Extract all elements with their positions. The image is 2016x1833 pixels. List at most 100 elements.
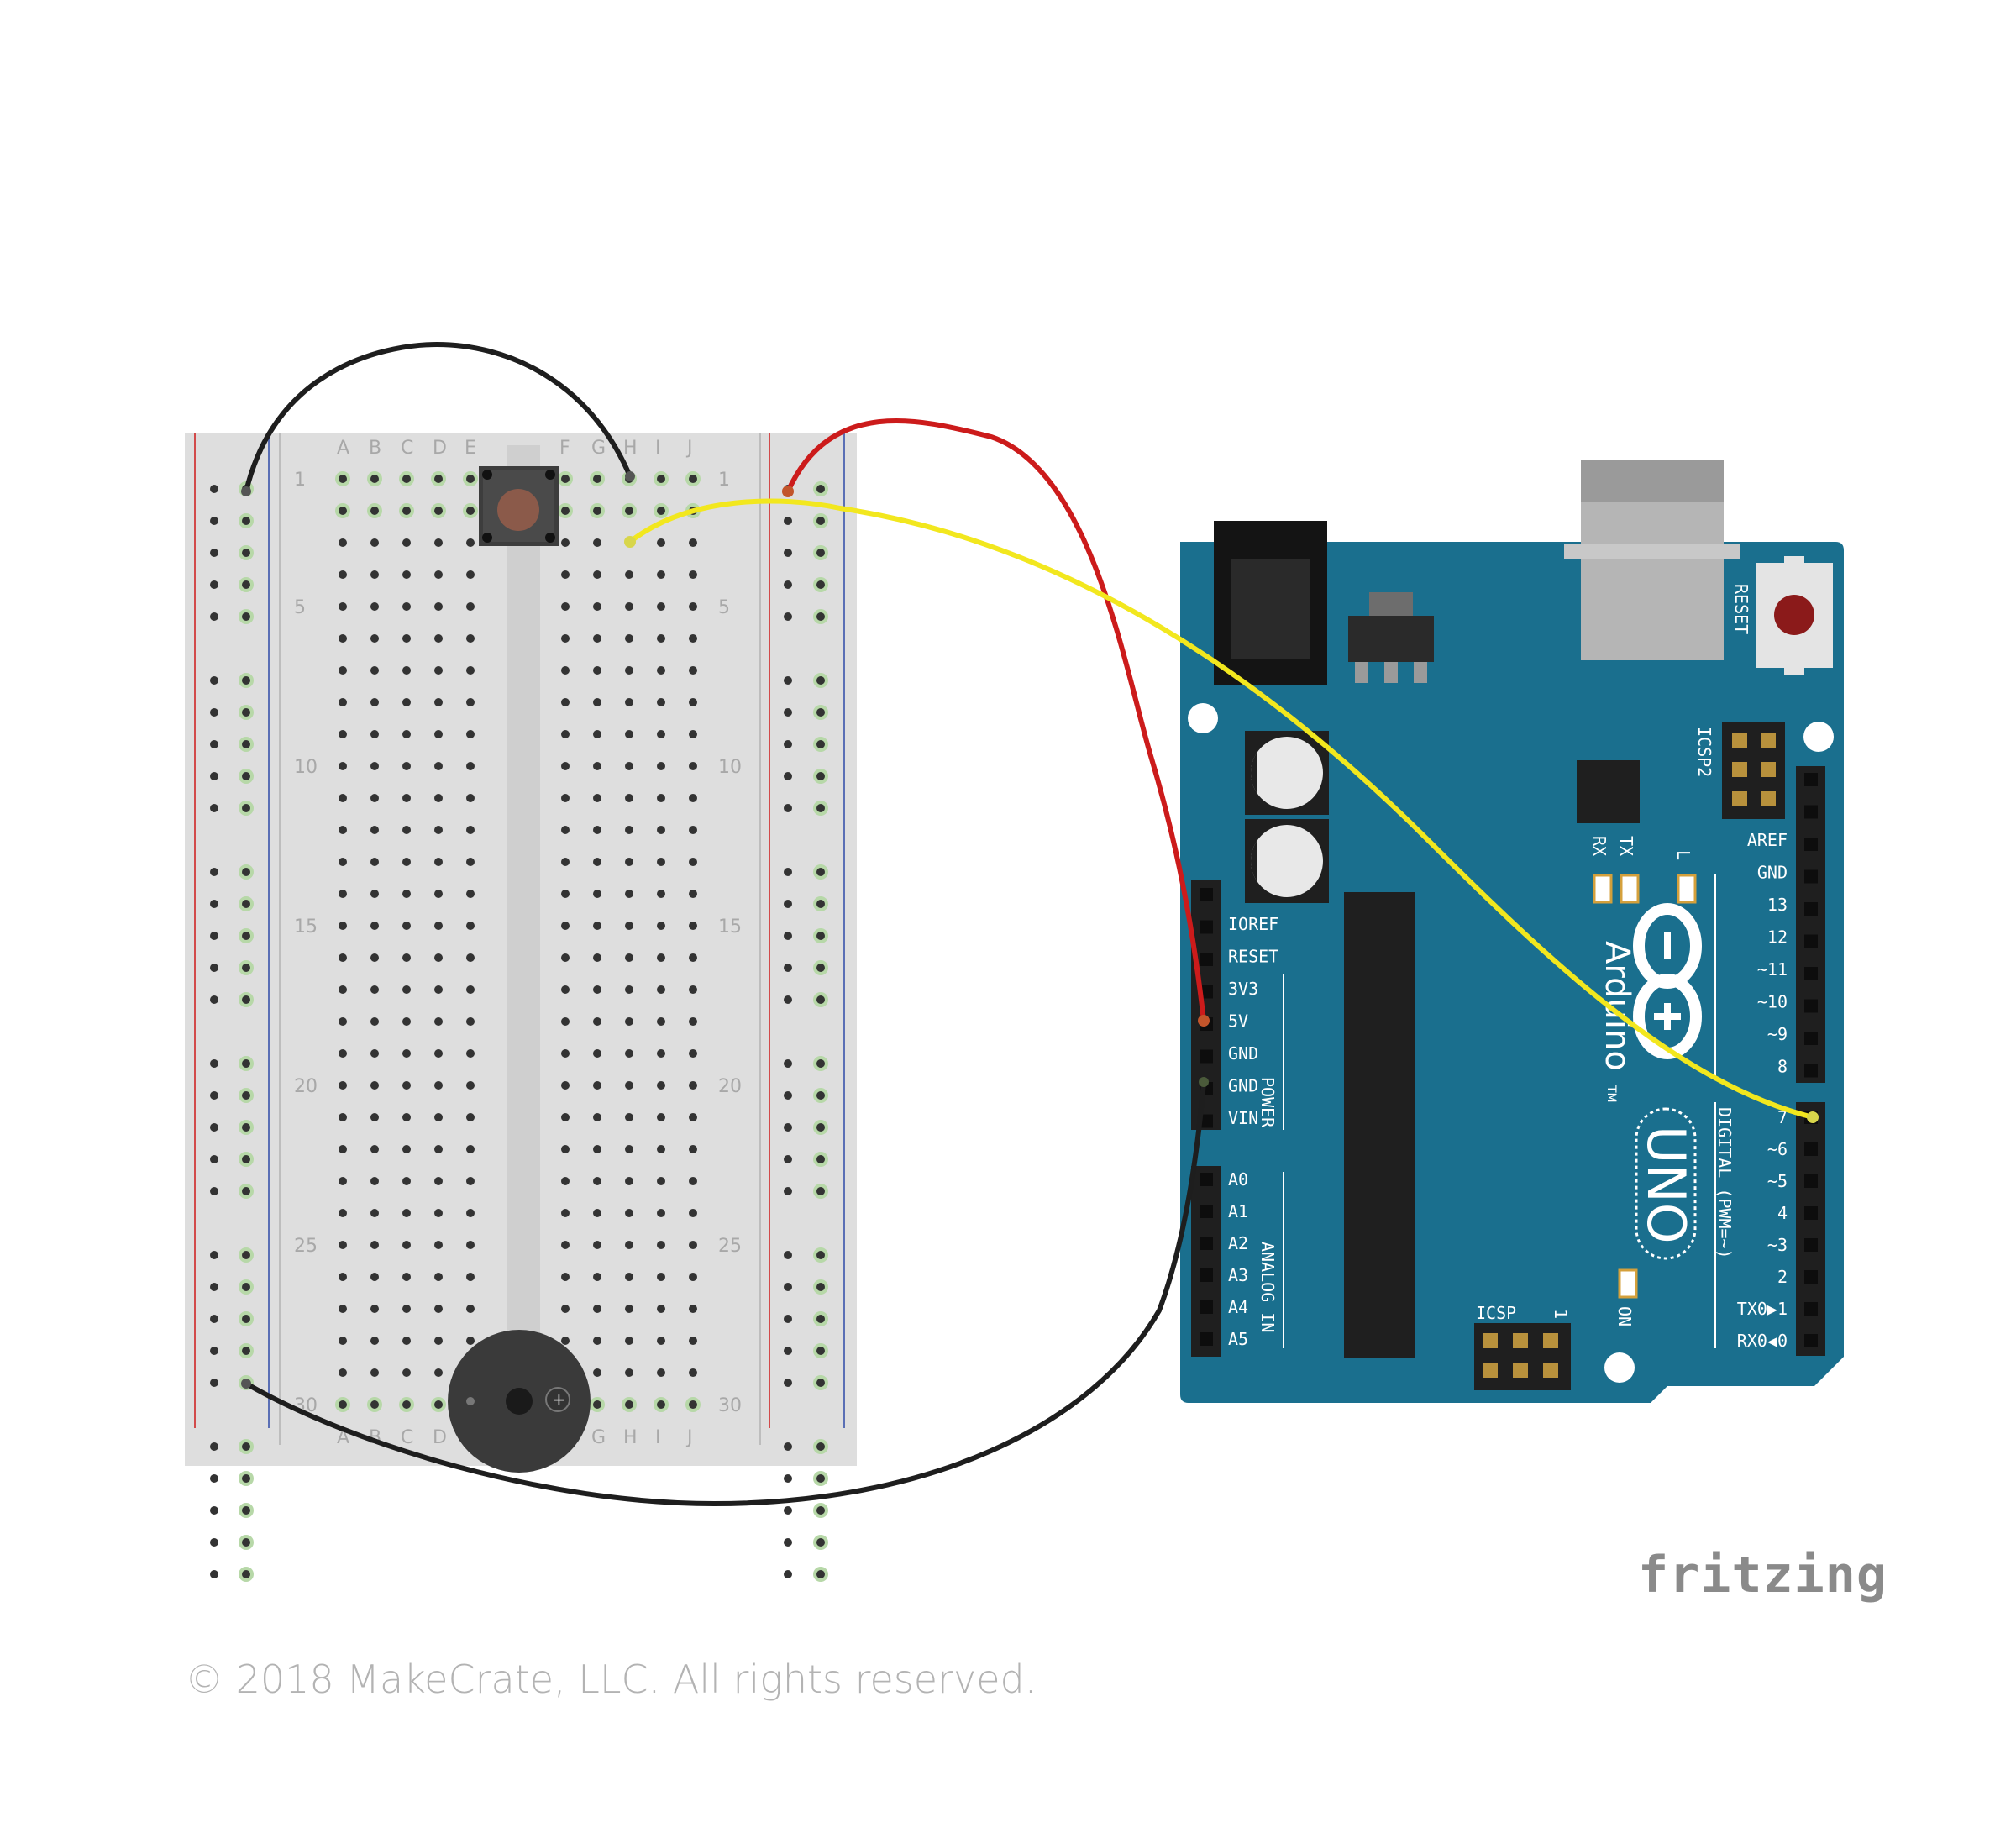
breadboard-hole[interactable] <box>816 868 825 876</box>
breadboard-hole[interactable] <box>784 676 792 685</box>
breadboard-hole[interactable] <box>402 1400 411 1409</box>
header-pin[interactable] <box>1200 1173 1213 1186</box>
breadboard-hole[interactable] <box>625 634 633 643</box>
header-pin[interactable] <box>1804 1174 1818 1188</box>
breadboard-hole[interactable] <box>625 730 633 738</box>
breadboard-hole[interactable] <box>210 485 218 493</box>
breadboard-hole[interactable] <box>561 570 570 579</box>
breadboard-hole[interactable] <box>593 475 601 483</box>
breadboard-hole[interactable] <box>657 1177 665 1185</box>
breadboard-hole[interactable] <box>210 517 218 525</box>
breadboard-hole[interactable] <box>434 1337 443 1345</box>
breadboard-hole[interactable] <box>816 900 825 908</box>
breadboard-hole[interactable] <box>689 1209 697 1217</box>
breadboard-hole[interactable] <box>561 730 570 738</box>
breadboard-hole[interactable] <box>434 1400 443 1409</box>
breadboard-hole[interactable] <box>784 1315 792 1323</box>
breadboard-hole[interactable] <box>466 985 475 994</box>
breadboard-hole[interactable] <box>689 826 697 834</box>
breadboard-hole[interactable] <box>593 602 601 611</box>
breadboard-hole[interactable] <box>339 1017 347 1026</box>
breadboard-hole[interactable] <box>339 507 347 515</box>
breadboard-hole[interactable] <box>402 1145 411 1153</box>
breadboard-hole[interactable] <box>242 964 250 972</box>
breadboard-hole[interactable] <box>593 570 601 579</box>
breadboard-hole[interactable] <box>210 549 218 557</box>
breadboard-hole[interactable] <box>466 698 475 706</box>
breadboard-hole[interactable] <box>625 1177 633 1185</box>
breadboard-hole[interactable] <box>210 1347 218 1355</box>
breadboard-hole[interactable] <box>402 1305 411 1313</box>
breadboard-hole[interactable] <box>339 1368 347 1377</box>
breadboard-hole[interactable] <box>402 475 411 483</box>
breadboard-hole[interactable] <box>339 1400 347 1409</box>
breadboard-hole[interactable] <box>561 507 570 515</box>
breadboard-hole[interactable] <box>339 634 347 643</box>
breadboard-hole[interactable] <box>402 826 411 834</box>
breadboard-hole[interactable] <box>339 570 347 579</box>
breadboard-hole[interactable] <box>210 868 218 876</box>
breadboard-hole[interactable] <box>816 1059 825 1068</box>
breadboard-hole[interactable] <box>657 794 665 802</box>
breadboard-hole[interactable] <box>434 730 443 738</box>
breadboard-hole[interactable] <box>657 634 665 643</box>
breadboard-hole[interactable] <box>816 1506 825 1515</box>
breadboard-hole[interactable] <box>561 1305 570 1313</box>
red-wire[interactable] <box>785 418 1206 1022</box>
breadboard-hole[interactable] <box>466 602 475 611</box>
breadboard-hole[interactable] <box>242 1442 250 1451</box>
breadboard-hole[interactable] <box>339 475 347 483</box>
breadboard-hole[interactable] <box>210 740 218 748</box>
breadboard-hole[interactable] <box>689 1049 697 1058</box>
breadboard-hole[interactable] <box>402 1113 411 1121</box>
breadboard-hole[interactable] <box>561 794 570 802</box>
breadboard-hole[interactable] <box>434 475 443 483</box>
breadboard-hole[interactable] <box>784 1506 792 1515</box>
breadboard-hole[interactable] <box>816 708 825 717</box>
breadboard-hole[interactable] <box>402 922 411 930</box>
breadboard-hole[interactable] <box>593 1081 601 1090</box>
breadboard-hole[interactable] <box>784 1538 792 1547</box>
breadboard-hole[interactable] <box>561 762 570 770</box>
header-pin[interactable] <box>1804 934 1818 948</box>
breadboard-hole[interactable] <box>339 794 347 802</box>
breadboard-hole[interactable] <box>784 868 792 876</box>
breadboard-hole[interactable] <box>402 634 411 643</box>
breadboard-hole[interactable] <box>593 1113 601 1121</box>
breadboard-hole[interactable] <box>434 666 443 675</box>
breadboard-hole[interactable] <box>402 762 411 770</box>
breadboard-hole[interactable] <box>816 995 825 1004</box>
breadboard-hole[interactable] <box>593 985 601 994</box>
header-pin[interactable] <box>1200 888 1213 901</box>
breadboard-hole[interactable] <box>561 1337 570 1345</box>
breadboard-hole[interactable] <box>689 922 697 930</box>
breadboard-hole[interactable] <box>402 953 411 962</box>
breadboard-hole[interactable] <box>210 1187 218 1195</box>
breadboard-hole[interactable] <box>657 953 665 962</box>
breadboard-hole[interactable] <box>816 1091 825 1100</box>
breadboard-hole[interactable] <box>339 762 347 770</box>
header-pin[interactable] <box>1200 953 1213 966</box>
breadboard-hole[interactable] <box>339 730 347 738</box>
breadboard-hole[interactable] <box>466 1305 475 1313</box>
breadboard-hole[interactable] <box>593 538 601 547</box>
breadboard-hole[interactable] <box>434 890 443 898</box>
breadboard-hole[interactable] <box>339 1337 347 1345</box>
breadboard-hole[interactable] <box>816 964 825 972</box>
breadboard-hole[interactable] <box>625 602 633 611</box>
breadboard-hole[interactable] <box>210 1442 218 1451</box>
breadboard-hole[interactable] <box>402 858 411 866</box>
breadboard-hole[interactable] <box>210 612 218 621</box>
breadboard-hole[interactable] <box>242 804 250 812</box>
breadboard-hole[interactable] <box>434 858 443 866</box>
breadboard-hole[interactable] <box>370 1273 379 1281</box>
header-pin[interactable] <box>1804 967 1818 980</box>
breadboard-hole[interactable] <box>816 580 825 589</box>
breadboard-hole[interactable] <box>593 698 601 706</box>
breadboard-hole[interactable] <box>370 634 379 643</box>
breadboard-hole[interactable] <box>561 698 570 706</box>
breadboard-hole[interactable] <box>625 858 633 866</box>
breadboard-hole[interactable] <box>242 1474 250 1483</box>
breadboard-hole[interactable] <box>689 475 697 483</box>
breadboard-hole[interactable] <box>593 1337 601 1345</box>
